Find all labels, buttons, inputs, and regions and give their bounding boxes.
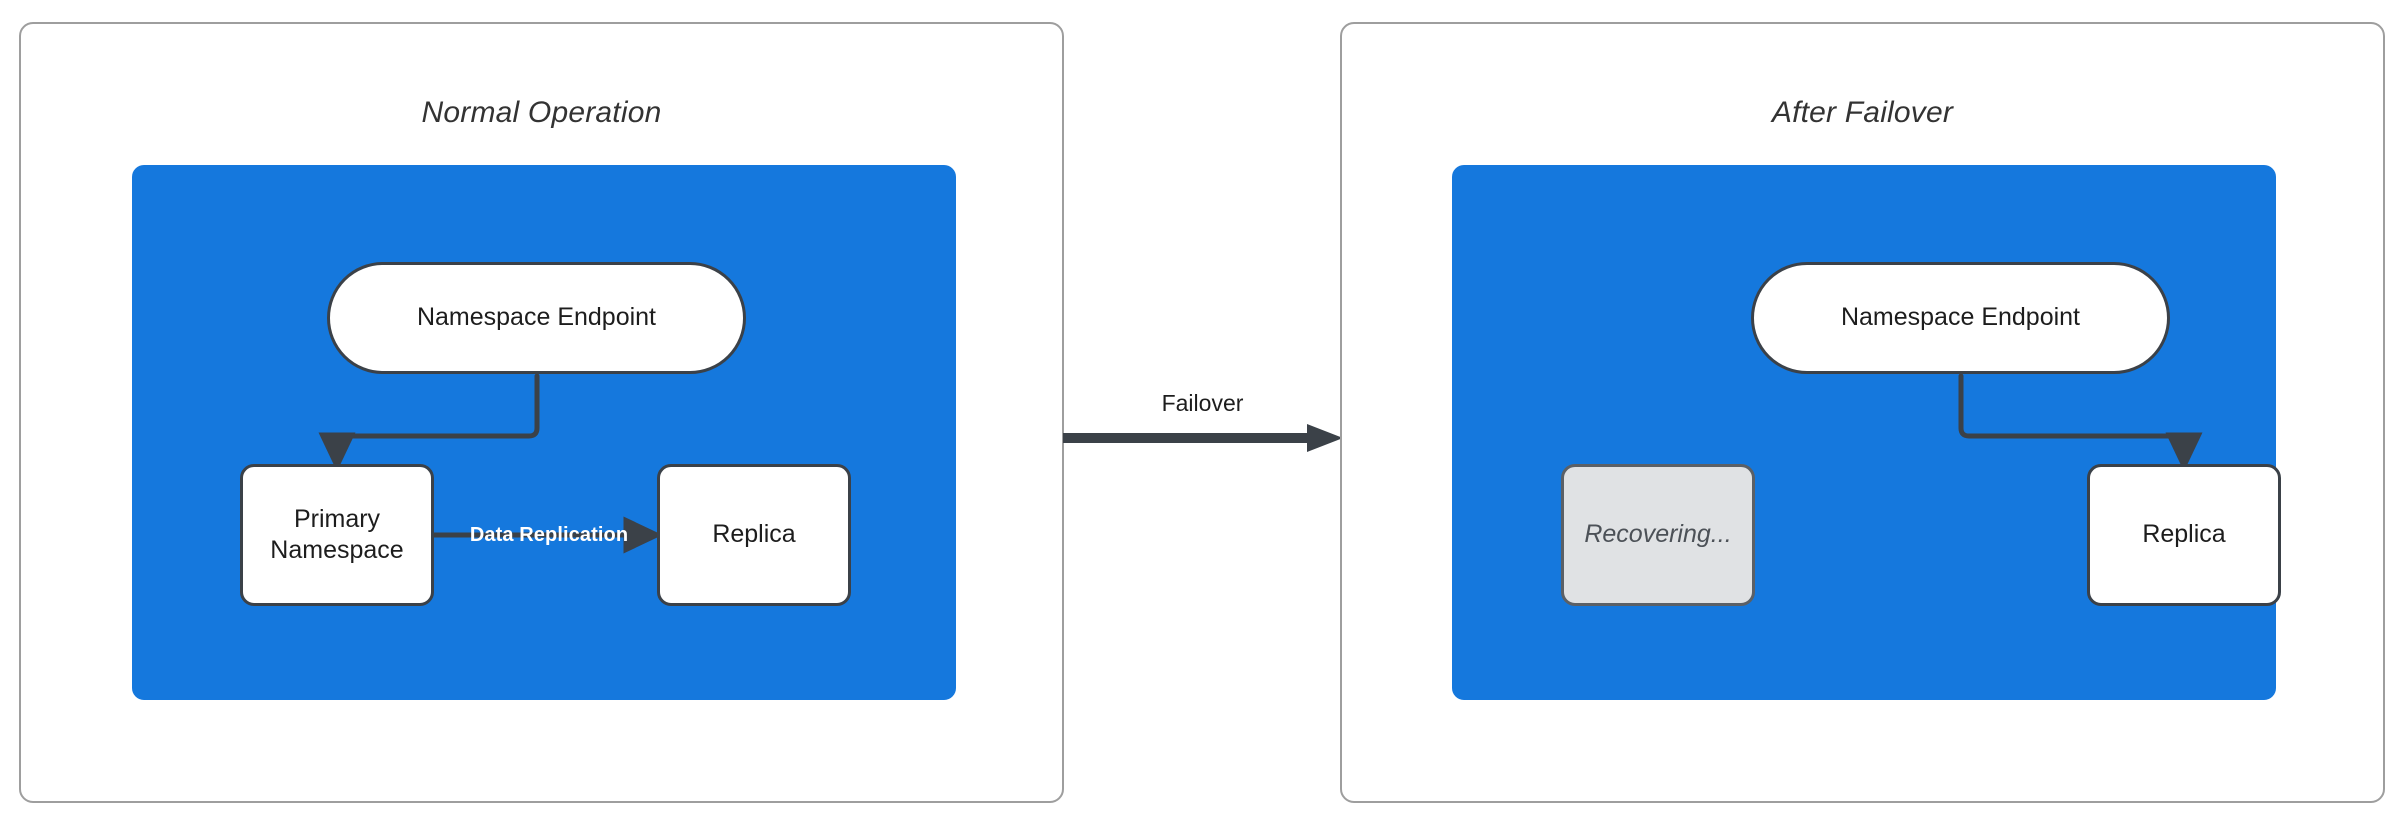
node-namespace-endpoint[interactable]: Namespace Endpoint — [327, 262, 746, 374]
edge-label-data-replication: Data Replication — [469, 524, 629, 546]
node-label-line-1: Primary — [293, 504, 381, 533]
node-replica[interactable]: Replica — [2087, 464, 2281, 606]
node-replica[interactable]: Replica — [657, 464, 851, 606]
node-primary-namespace-label: Primary Namespace — [270, 504, 403, 567]
node-label-line-2: Namespace — [270, 536, 404, 564]
region-normal-operation — [132, 165, 956, 700]
panel-title-after-failover: After Failover — [1771, 96, 1954, 129]
node-primary-namespace[interactable]: Primary Namespace — [240, 464, 434, 606]
transition-label-failover: Failover — [1161, 390, 1244, 416]
panel-title-normal-operation: Normal Operation — [421, 96, 662, 129]
panel-after-failover: After Failover Namespace Endpoint Recove… — [1340, 22, 2385, 803]
arrow-shape — [1063, 424, 1343, 452]
panel-normal-operation: Normal Operation Namespace Endpoint Prim… — [19, 22, 1064, 803]
region-after-failover — [1452, 165, 2276, 700]
transition-failover: Failover — [1060, 390, 1345, 470]
node-recovering[interactable]: Recovering... — [1561, 464, 1755, 606]
node-namespace-endpoint[interactable]: Namespace Endpoint — [1751, 262, 2170, 374]
failover-arrow-icon — [1063, 424, 1343, 452]
